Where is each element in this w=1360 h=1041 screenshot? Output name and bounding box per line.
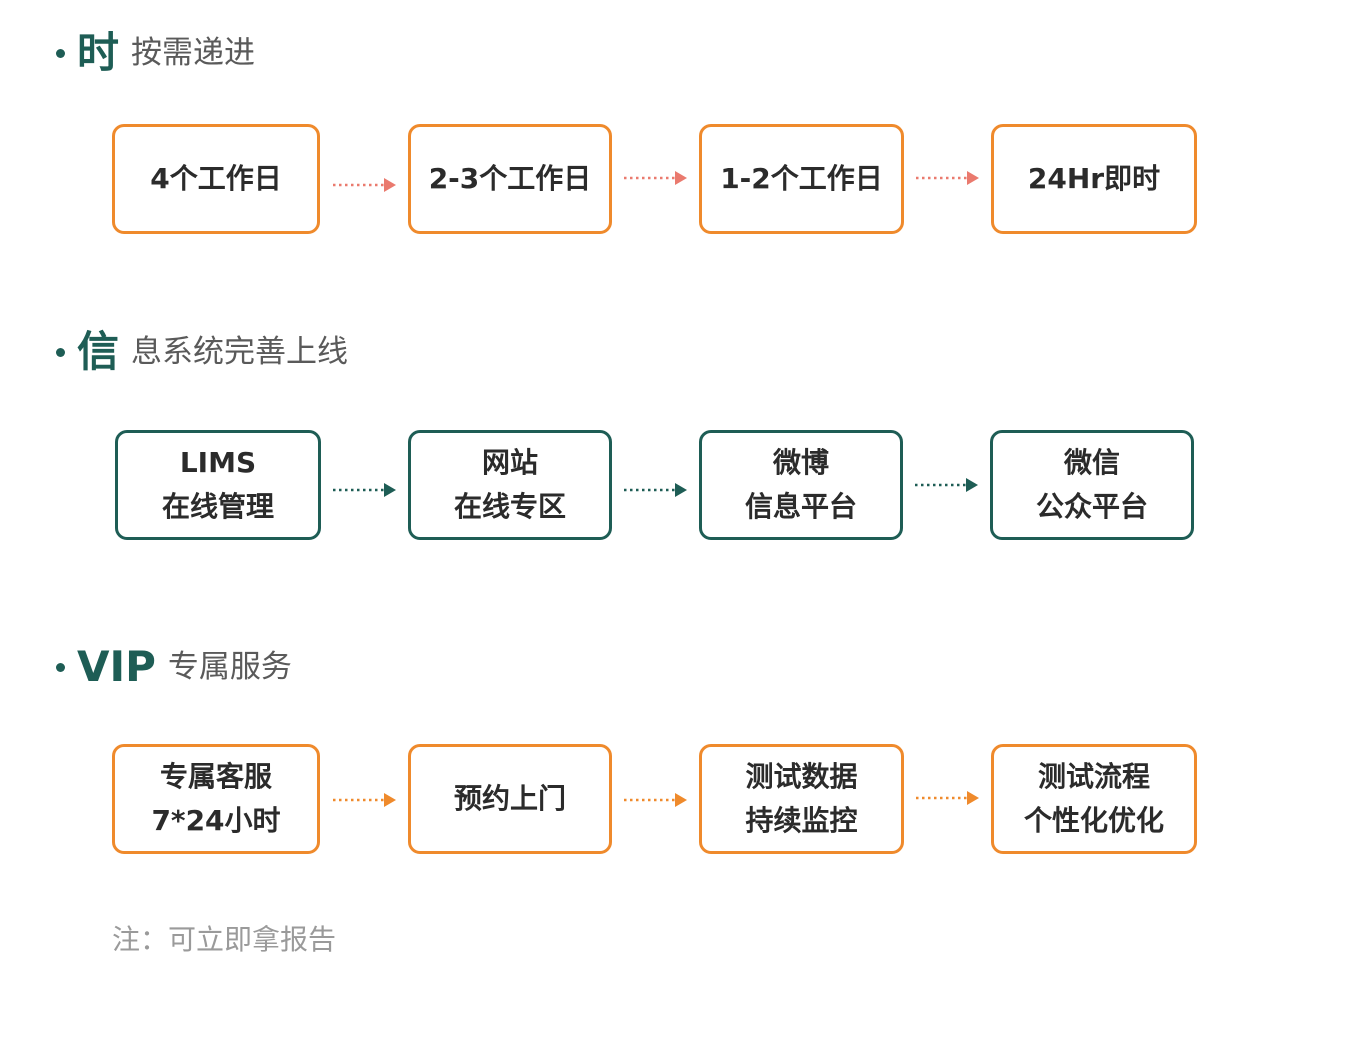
section-1-heading: 时 按需递进 [56,32,255,74]
box-line: 微博 [772,446,829,479]
section-1-subtitle: 按需递进 [131,34,256,71]
box-line: 公众平台 [1035,490,1148,523]
box-line: 网站 [481,446,538,479]
section-1-big-char: 时 [77,28,120,77]
section-3-box-2: 预约上门 [408,744,612,854]
section-2-big-char: 信 [77,327,120,376]
box-line: LIMS [179,446,257,479]
box-line: 信息平台 [744,490,857,523]
section-2-box-2: 网站 在线专区 [408,430,612,540]
box-line: 微信 [1063,446,1120,479]
box-line: 个性化优化 [1023,804,1164,837]
dotted-arrow-icon [333,178,396,192]
footnote: 注：可立即拿报告 [112,923,337,956]
box-line: 1-2个工作日 [720,162,883,195]
dotted-arrow-icon [624,793,687,807]
section-2-box-3: 微博 信息平台 [699,430,903,540]
section-3-big-char: VIP [77,642,156,691]
box-line: 4个工作日 [150,162,282,195]
dotted-arrow-icon [624,171,687,185]
dotted-arrow-icon [915,478,978,492]
section-3-box-3: 测试数据 持续监控 [699,744,904,854]
box-line: 测试数据 [745,760,858,793]
box-line: 2-3个工作日 [428,162,592,195]
section-1-box-4: 24Hr即时 [991,124,1197,234]
box-line: 在线管理 [161,490,274,523]
section-1-box-3: 1-2个工作日 [699,124,904,234]
section-1-box-1: 4个工作日 [112,124,320,234]
section-3-subtitle: 专属服务 [167,648,292,685]
section-3-box-1: 专属客服 7*24小时 [112,744,320,854]
section-2-heading: 信 息系统完善上线 [56,331,348,373]
dotted-arrow-icon [333,483,396,497]
section-2-box-1: LIMS 在线管理 [115,430,321,540]
dotted-arrow-icon [624,483,687,497]
dotted-arrow-icon [333,793,396,807]
bullet-icon [56,48,65,58]
bullet-icon [56,662,65,672]
section-3-heading: VIP 专属服务 [56,646,292,688]
box-line: 持续监控 [745,804,858,837]
box-line: 7*24小时 [151,804,281,837]
bullet-icon [56,347,65,357]
section-2-box-4: 微信 公众平台 [990,430,1194,540]
section-3-box-4: 测试流程 个性化优化 [991,744,1197,854]
section-1-box-2: 2-3个工作日 [408,124,612,234]
dotted-arrow-icon [916,171,979,185]
box-line: 24Hr即时 [1027,162,1161,195]
box-line: 测试流程 [1037,760,1150,793]
dotted-arrow-icon [916,791,979,805]
box-line: 专属客服 [159,760,272,793]
section-2-subtitle: 息系统完善上线 [131,333,349,370]
box-line: 在线专区 [453,490,566,523]
box-line: 预约上门 [453,782,566,815]
